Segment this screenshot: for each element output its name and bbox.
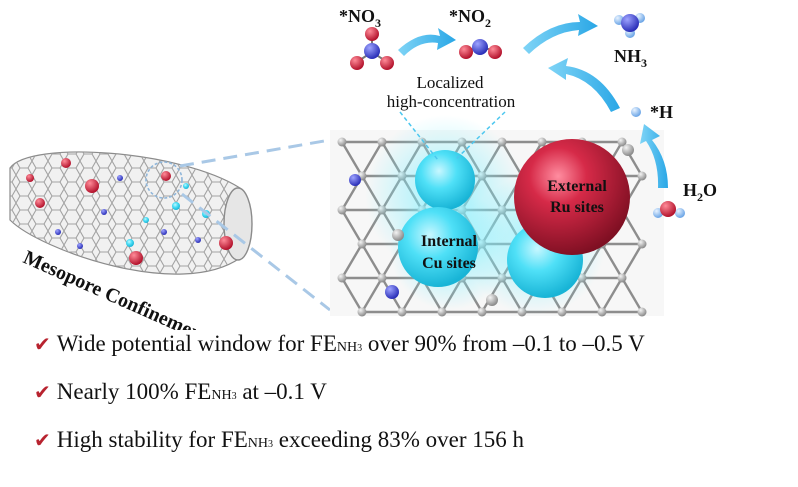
lattice-bond: [340, 277, 364, 313]
nitrogen-atom: [161, 229, 167, 235]
carbon-atom: [637, 239, 647, 249]
ru-atom: [129, 251, 143, 265]
carbon-atom: [437, 307, 447, 317]
cu-atom: [183, 183, 189, 189]
nitrogen-atom: [77, 243, 83, 249]
h2o-molecule: [653, 201, 685, 218]
nh3-label: NH3: [614, 46, 647, 70]
nitrogen-atom: [55, 229, 61, 235]
nitrogen-atom: [101, 209, 107, 215]
lattice-bond: [360, 277, 384, 313]
ru-atom: [26, 174, 34, 182]
zoom-guides: [179, 138, 331, 312]
ru-atom: [61, 158, 71, 168]
internal-cu-label-line2: Cu sites: [422, 255, 476, 272]
carbon-atom: [537, 137, 547, 147]
checkmark-icon: ✔: [34, 332, 51, 356]
no2-label: *NO2: [449, 6, 491, 30]
localized-label-line2: high-concentration: [387, 92, 516, 111]
external-ru-label-line1: External: [547, 178, 607, 195]
lattice-bond: [360, 141, 384, 177]
hydrogen-atom: [631, 107, 641, 117]
arrow-no3-to-no2: [398, 28, 456, 56]
no3-molecule: [350, 27, 394, 70]
h-label: *H: [650, 102, 673, 122]
lattice-bond: [340, 243, 364, 279]
nh3-molecule: [614, 13, 645, 38]
lattice-bond: [600, 277, 624, 313]
lattice-bond: [340, 209, 364, 245]
carbon-atom: [486, 294, 498, 306]
carbon-atom: [617, 273, 627, 283]
nitrogen-atom: [349, 174, 361, 186]
internal-cu-label-line1: Internal: [421, 233, 478, 250]
zoomed-structure: External Ru sites Internal Cu sites: [330, 111, 664, 317]
carbon-atom: [337, 137, 347, 147]
carbon-atom: [377, 273, 387, 283]
nitrogen-atom: [117, 175, 123, 181]
arrow-h2o-to-h: [640, 124, 668, 188]
carbon-atom: [597, 307, 607, 317]
carbon-atom: [397, 307, 407, 317]
zoom-region-circle: [145, 161, 183, 199]
cu-site-sphere-1: [415, 150, 475, 210]
external-ru-label-line2: Ru sites: [550, 199, 604, 216]
cu-atom: [126, 239, 134, 247]
carbon-atom: [337, 205, 347, 215]
nitrogen-atom: [195, 237, 201, 243]
lattice-bond: [600, 243, 624, 279]
ru-atom: [161, 171, 171, 181]
carbon-atom: [357, 239, 367, 249]
arrow-no2-to-nh3: [523, 14, 598, 54]
ru-atom: [35, 198, 45, 208]
lattice-bond: [360, 243, 384, 279]
mechanism-schematic: External Ru sites Internal Cu sites Meso…: [9, 6, 717, 330]
arrow-h-to-chain: [548, 58, 620, 112]
carbon-atom: [617, 137, 627, 147]
carbon-atom: [357, 307, 367, 317]
carbon-atom: [637, 171, 647, 181]
nitrogen-atom: [385, 285, 399, 299]
checkmark-icon: ✔: [34, 428, 51, 452]
carbon-atom: [337, 273, 347, 283]
ru-atom: [85, 179, 99, 193]
cu-atom: [143, 217, 149, 223]
lattice-bond: [340, 141, 364, 177]
ru-atom: [219, 236, 233, 250]
lattice-bond: [620, 277, 644, 313]
no3-label: *NO3: [339, 6, 381, 30]
no2-molecule: [459, 39, 502, 59]
carbon-atom: [392, 229, 404, 241]
localized-label-line1: Localized: [416, 73, 484, 92]
h2o-label: H2O: [683, 180, 717, 204]
carbon-atom: [622, 144, 634, 156]
ru-site-sphere: [514, 139, 630, 255]
cu-site-sphere-2: [398, 207, 478, 287]
carbon-nanotube: [9, 151, 253, 275]
reaction-arrows: [398, 14, 668, 188]
carbon-atom: [477, 307, 487, 317]
carbon-atom: [637, 307, 647, 317]
cu-atom: [172, 202, 180, 210]
lattice-bond: [620, 243, 644, 279]
checkmark-icon: ✔: [34, 380, 51, 404]
